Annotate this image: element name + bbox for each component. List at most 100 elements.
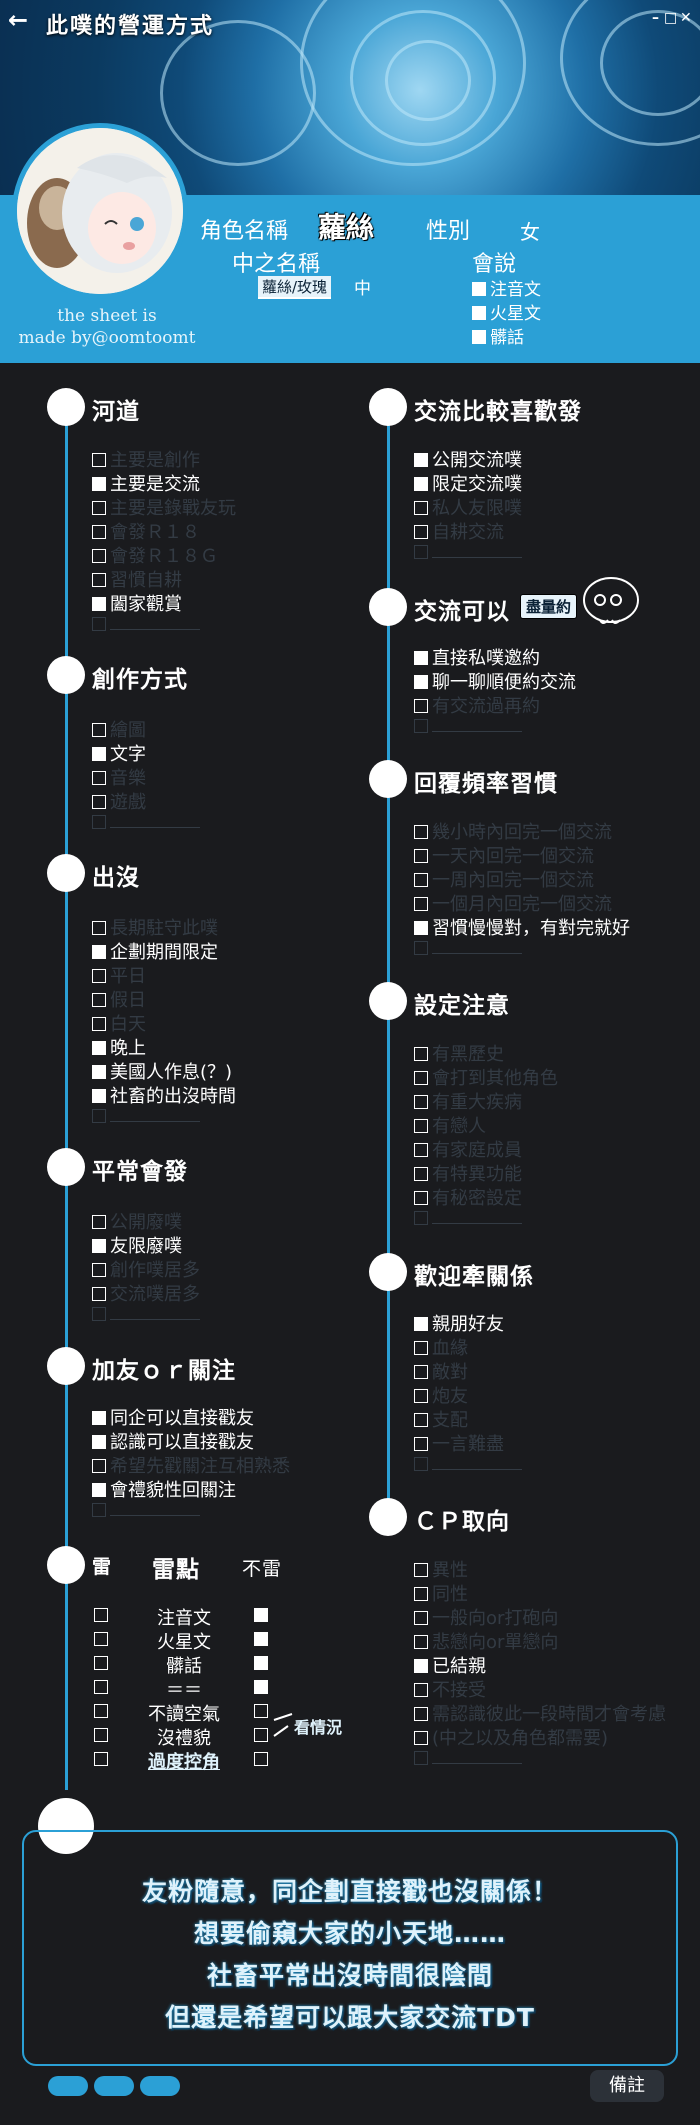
checklist-item[interactable]: 會打到其他角色 [414,1064,558,1090]
checklist-item[interactable]: 平日 [92,962,146,988]
checklist-item[interactable]: 闔家觀賞 [92,590,182,616]
checklist-item[interactable]: 主要是錄戰友玩 [92,494,236,520]
checklist-item[interactable]: 有重大疾病 [414,1088,522,1114]
blank-item[interactable] [414,716,522,737]
rose-petal [600,10,700,116]
checklist-item[interactable]: 直接私噗邀約 [414,644,540,670]
checklist-item[interactable]: 文字 [92,740,146,766]
checklist-item[interactable]: 假日 [92,986,146,1012]
checklist-item[interactable]: 友限廢噗 [92,1232,182,1258]
checklist-item[interactable]: 一般向or打砲向 [414,1604,558,1630]
checklist-item[interactable]: 美國人作息(？) [92,1058,232,1084]
checklist-item[interactable]: 限定交流噗 [414,470,522,496]
checklist-item[interactable]: 親朋好友 [414,1310,504,1336]
checklist-item[interactable]: 交流噗居多 [92,1280,200,1306]
checklist-item[interactable]: 有秘密設定 [414,1184,522,1210]
checklist-item[interactable]: 一言難盡 [414,1430,504,1456]
checklist-item[interactable]: 支配 [414,1406,468,1432]
checklist-item[interactable]: 創作噗居多 [92,1256,200,1282]
checklist-item[interactable]: 有家庭成員 [414,1136,522,1162]
checklist-item[interactable]: 會禮貌性回關注 [92,1476,236,1502]
checklist-item[interactable]: 希望先戳關注互相熟悉 [92,1452,290,1478]
section-dot [369,1498,407,1536]
rose-petal [160,20,316,166]
blank-item[interactable] [92,1500,200,1521]
checked-box-icon[interactable] [254,1680,268,1694]
checklist-item[interactable]: 習慣慢慢對，有對完就好 [414,914,630,940]
close-icon[interactable]: ✕ [680,10,692,26]
checklist-item[interactable]: 白天 [92,1010,146,1036]
checklist-item[interactable]: 有戀人 [414,1112,486,1138]
checklist-item[interactable]: 需認識彼此一段時間才會考慮 [414,1700,666,1726]
checklist-item[interactable]: 同企可以直接戳友 [92,1404,254,1430]
checklist-item[interactable]: 會發Ｒ１８ [92,518,200,544]
checklist-item[interactable]: 公開交流噗 [414,446,522,472]
checklist-item[interactable]: 一天內回完一個交流 [414,842,594,868]
blank-item[interactable] [414,1748,522,1769]
checklist-item[interactable]: 血緣 [414,1334,468,1360]
checklist-item[interactable]: 炮友 [414,1382,468,1408]
checklist-item[interactable]: 敵對 [414,1358,468,1384]
maximize-icon[interactable]: □ [664,10,678,26]
checklist-item[interactable]: 已結親 [414,1652,486,1678]
unchecked-box-icon[interactable] [254,1728,268,1742]
checklist-item[interactable]: 私人友限噗 [414,494,522,520]
unchecked-box-icon [92,1017,106,1031]
checklist-item[interactable]: 社畜的出沒時間 [92,1082,236,1108]
checklist-item[interactable]: (中之以及角色都需要) [414,1724,608,1750]
unchecked-box-icon[interactable] [94,1608,108,1622]
checklist-item[interactable]: 企劃期間限定 [92,938,218,964]
checklist-item[interactable]: 有交流過再約 [414,692,540,718]
checklist-item[interactable]: 不接受 [414,1676,486,1702]
checked-box-icon[interactable] [254,1608,268,1622]
checklist-item[interactable]: 異性 [414,1556,468,1582]
checklist-item[interactable]: 習慣自耕 [92,566,182,592]
blank-item[interactable] [92,812,200,833]
checklist-item[interactable]: 幾小時內回完一個交流 [414,818,612,844]
checklist-item[interactable]: 晚上 [92,1034,146,1060]
unchecked-box-icon[interactable] [94,1752,108,1766]
unchecked-box-icon[interactable] [254,1704,268,1718]
unchecked-box-icon[interactable] [94,1632,108,1646]
checklist-item[interactable]: 公開廢噗 [92,1208,182,1234]
blank-item[interactable] [414,1208,522,1229]
back-arrow-icon[interactable]: ← [8,6,29,34]
blank-item[interactable] [414,938,522,959]
page-pill-3[interactable] [140,2076,180,2096]
blank-item[interactable] [92,1304,200,1325]
unchecked-box-icon[interactable] [94,1680,108,1694]
checklist-item[interactable]: 音樂 [92,764,146,790]
checked-box-icon[interactable] [254,1632,268,1646]
unchecked-box-icon[interactable] [254,1752,268,1766]
checklist-item[interactable]: 一周內回完一個交流 [414,866,594,892]
checklist-item[interactable]: 遊戲 [92,788,146,814]
checked-box-icon[interactable] [254,1656,268,1670]
memo-button[interactable]: 備註 [590,2070,664,2102]
checklist-item[interactable]: 長期駐守此噗 [92,914,218,940]
checklist-item[interactable]: 會發Ｒ１８Ｇ [92,542,218,568]
unchecked-box-icon[interactable] [94,1728,108,1742]
blank-item[interactable] [92,1106,200,1127]
speaks-item[interactable]: 髒話 [472,323,524,348]
checklist-item[interactable]: 一個月內回完一個交流 [414,890,612,916]
page-pill-1[interactable] [48,2076,88,2096]
checklist-item[interactable]: 主要是交流 [92,470,200,496]
speaks-item[interactable]: 火星文 [472,299,541,324]
checklist-item[interactable]: 同性 [414,1580,468,1606]
blank-item[interactable] [92,614,200,635]
blank-item[interactable] [414,1454,522,1475]
unchecked-box-icon[interactable] [94,1704,108,1718]
checklist-item[interactable]: 有特異功能 [414,1160,522,1186]
speaks-item[interactable]: 注音文 [472,275,541,300]
checklist-item[interactable]: 聊一聊順便約交流 [414,668,576,694]
checklist-item[interactable]: 自耕交流 [414,518,504,544]
unchecked-box-icon[interactable] [94,1656,108,1670]
checklist-item[interactable]: 主要是創作 [92,446,200,472]
minimize-icon[interactable]: – [652,10,659,26]
blank-item[interactable] [414,542,522,563]
page-pill-2[interactable] [94,2076,134,2096]
checklist-item[interactable]: 有黑歷史 [414,1040,504,1066]
checklist-item[interactable]: 繪圖 [92,716,146,742]
checklist-item[interactable]: 認識可以直接戳友 [92,1428,254,1454]
checklist-item[interactable]: 悲戀向or單戀向 [414,1628,558,1654]
